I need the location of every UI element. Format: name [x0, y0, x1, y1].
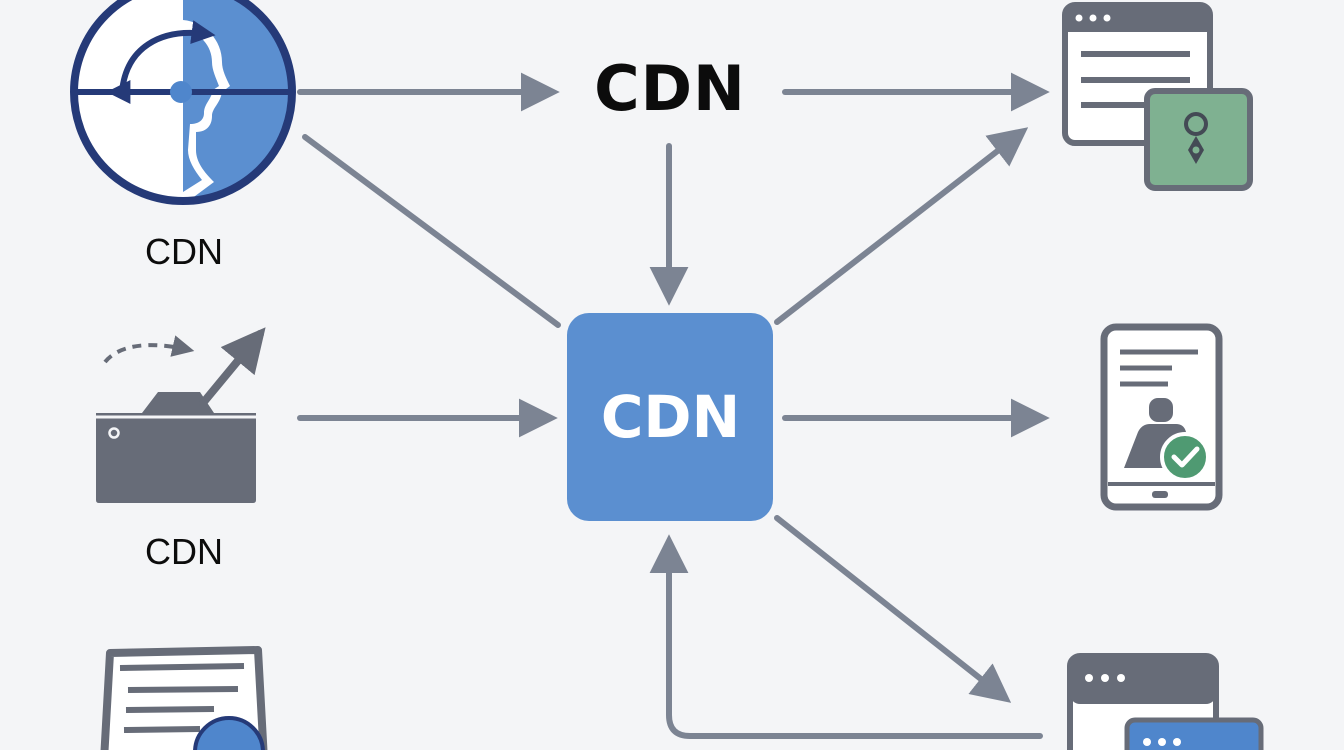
- cloud-folder-upload-icon: [96, 327, 266, 503]
- mobile-user-check-icon: [1100, 323, 1223, 511]
- browser-lock-icon: [1062, 2, 1253, 191]
- storage-label: CDN: [145, 531, 223, 572]
- globe-person-icon: [70, 0, 296, 205]
- origin-label: CDN: [145, 231, 223, 272]
- connector-arrows: [297, 72, 1050, 739]
- server-window-icon: [1067, 653, 1264, 750]
- arrow-hub-to-browser: [774, 127, 1029, 325]
- document-upload-icon: [100, 646, 268, 750]
- arrow-origin-to-hub: [302, 134, 561, 328]
- hub-label: CDN: [600, 383, 741, 451]
- arrow-server-to-hub: [649, 534, 1043, 739]
- cdn-title-label: CDN: [594, 52, 746, 125]
- arrow-hub-to-server: [774, 515, 1012, 703]
- cdn-hub-box: [567, 313, 773, 521]
